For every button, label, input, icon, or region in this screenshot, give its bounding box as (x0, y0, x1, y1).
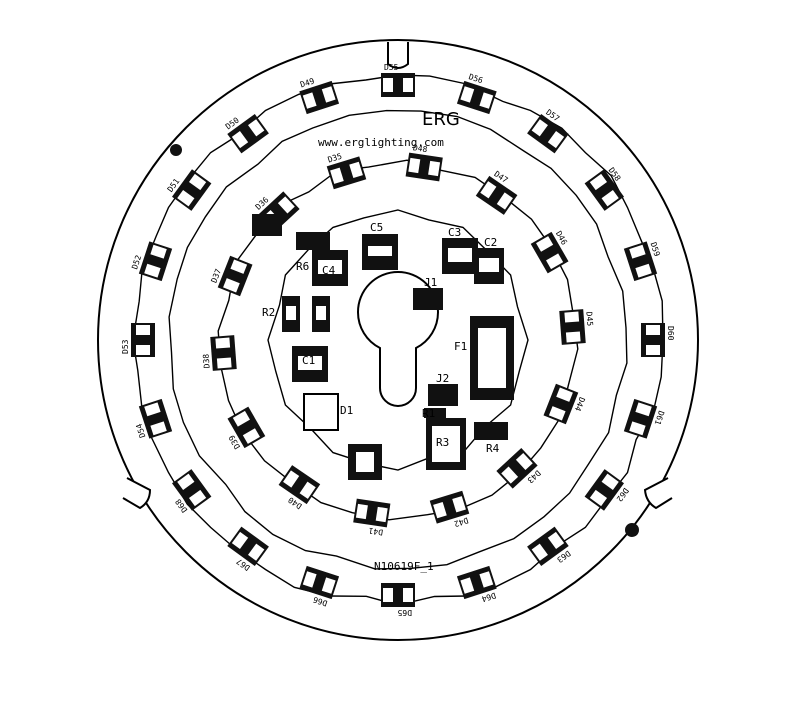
led-label: D60 (666, 326, 675, 341)
jumper-j1 (413, 288, 443, 310)
mounting-hole-right (625, 523, 639, 537)
part-number-label: N10619F_1 (374, 560, 434, 573)
website-label: www.erglighting.com (318, 136, 444, 149)
label-j1: J1 (424, 276, 437, 289)
label-c3: C3 (448, 226, 461, 239)
mounting-hole-left (170, 144, 182, 156)
diode-d1 (304, 394, 338, 430)
led-label: D55 (384, 63, 399, 72)
label-f1: F1 (454, 340, 467, 353)
label-j2: J2 (436, 372, 449, 385)
led-label: D65 (397, 608, 412, 617)
led-label: D38 (202, 353, 212, 368)
label-c5: C5 (370, 221, 383, 234)
label-c4: C4 (322, 264, 336, 277)
label-c1: C1 (302, 354, 315, 367)
brand-label: ERG (422, 109, 460, 130)
led-label: D45 (584, 311, 594, 326)
label-r4: R4 (486, 442, 500, 455)
label-r2: R2 (262, 306, 275, 319)
label-d1: D1 (340, 404, 353, 417)
jumper-j2 (428, 384, 458, 406)
label-r6: R6 (296, 260, 309, 273)
resistor-r4 (474, 422, 508, 440)
label-r3: R3 (436, 436, 449, 449)
label-r1: R1 (422, 407, 435, 420)
led-label: D53 (121, 339, 130, 354)
label-c2: C2 (484, 236, 497, 249)
